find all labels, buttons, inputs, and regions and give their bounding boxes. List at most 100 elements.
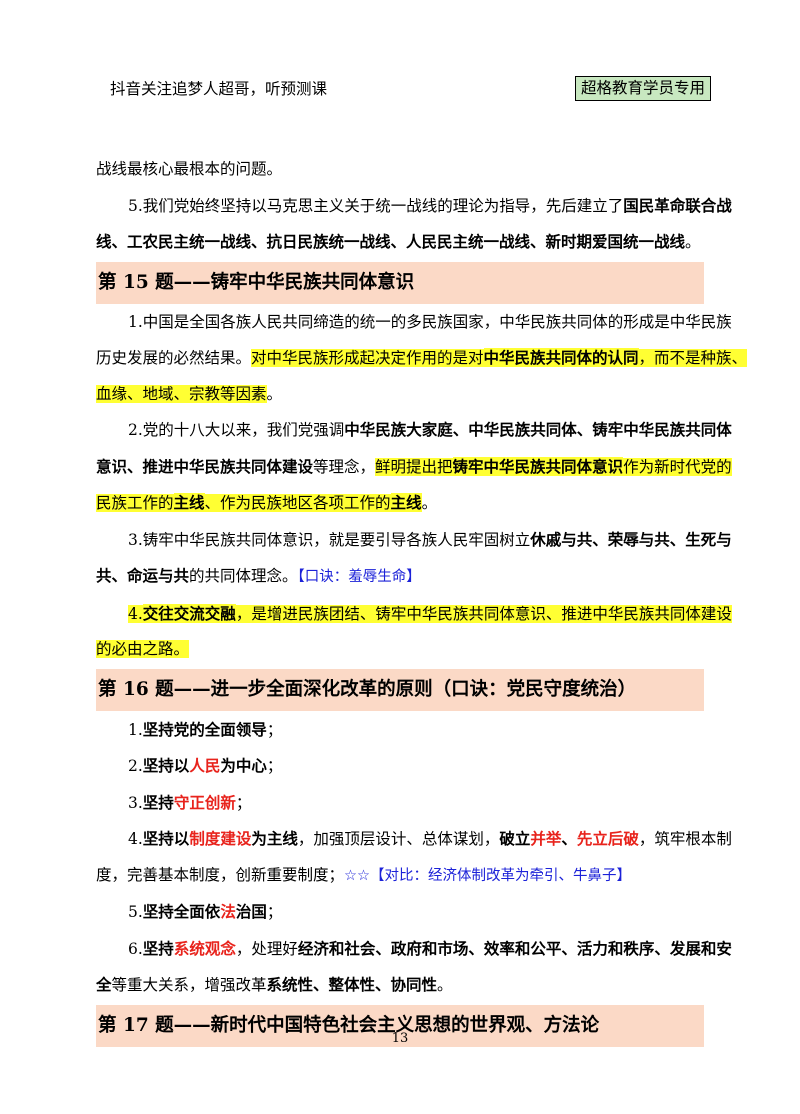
bold-text: 治国 — [235, 902, 267, 921]
text-run: 度，完善基本制度，创新重要制度； — [96, 865, 345, 884]
text-run: ； — [235, 793, 252, 812]
text-run: 的共同体理念。 — [189, 567, 298, 585]
highlighted-bold-text: 中华民族共同体的认同 — [483, 348, 639, 367]
text-run: ； — [266, 903, 283, 921]
highlighted-text: 鲜明提出把 — [375, 457, 453, 476]
bold-text: 休戚与共、荣辱与共、生死与 — [530, 529, 732, 549]
q15-paragraph-1: 1.中国是全国各族人民共同缔造的统一的多民族国家，中华民族共同体的形成是中华民族 — [96, 305, 732, 341]
text-run: ，处理好 — [235, 939, 298, 958]
red-bold-text: 守正创新 — [173, 792, 236, 812]
text-run: ，加强顶层设计、总体谋划， — [297, 830, 500, 848]
q16-item-2: 2.坚持以人民为中心； — [96, 748, 704, 785]
bold-text: 坚持以 — [142, 829, 190, 848]
q16-item-4-line2: 度，完善基本制度，创新重要制度；☆☆【对比：经济体制改革为牵引、牛鼻子】 — [96, 858, 704, 895]
bold-text: 坚持 — [142, 938, 174, 958]
text-run: 。 — [437, 976, 453, 994]
text-run: 。 — [421, 494, 438, 512]
bold-text: 坚持党的全面领导 — [142, 719, 267, 739]
bold-text: 共、命运与共 — [96, 566, 190, 585]
text-run: 5. — [128, 903, 143, 921]
text-run: ； — [266, 757, 283, 775]
header-badge: 超格教育学员专用 — [575, 76, 712, 101]
highlighted-bold-text: 主线 — [390, 493, 422, 512]
q16-item-6-line2: 全等重大关系，增强改革系统性、整体性、协同性。 — [96, 967, 704, 1004]
red-bold-text: 制度建设 — [189, 829, 252, 848]
highlighted-text: 民族工作的 — [96, 494, 174, 512]
bold-text: 坚持以 — [142, 756, 190, 775]
page-content: 战线最核心最根本的问题。 5.我们党始终坚持以马克思主义关于统一战线的理论为指导… — [96, 152, 748, 1048]
highlighted-text: 的必由之路。 — [96, 640, 190, 658]
mnemonic-note: 【口诀：羞辱生命】 — [297, 569, 421, 585]
q15-paragraph-4: 4.交往交流交融，是增进民族团结、铸牢中华民族共同体意识、推进中华民族共同体建设 — [96, 596, 732, 633]
bold-text: 破立 — [499, 829, 531, 848]
text-run: 2. — [128, 757, 143, 775]
header-left-text: 抖音关注追梦人超哥，听预测课 — [110, 80, 328, 98]
text-run: 历史发展的必然结果。 — [96, 349, 252, 367]
q16-item-1: 1.坚持党的全面领导； — [96, 712, 704, 749]
section-title-q17: 第 17 题——新时代中国特色社会主义思想的世界观、方法论 — [96, 1004, 704, 1047]
q16-item-6: 6.坚持系统观念，处理好经济和社会、政府和市场、效率和公平、活力和秩序、发展和安 — [96, 931, 732, 968]
highlighted-text: 4. — [128, 604, 143, 623]
highlighted-text: 对中华民族形成起决定作用的是对 — [251, 349, 484, 367]
text-run: 4. — [128, 830, 143, 848]
bold-text: 系统性、整体性、协同性 — [266, 975, 438, 994]
highlighted-bold-text: 主线 — [173, 493, 205, 512]
bold-text: 坚持全面依 — [142, 902, 221, 921]
text-run: 5.我们党始终坚持以马克思主义关于统一战线的理论为指导，先后建立了 — [128, 196, 624, 215]
highlighted-text: ，而不是种族、 — [638, 349, 748, 367]
red-bold-text: 法 — [220, 902, 236, 921]
q15-paragraph-2-line2: 意识、推进中华民族共同体建设等理念，鲜明提出把铸牢中华民族共同体意识作为新时代党… — [96, 449, 732, 486]
bold-text: 为中心 — [220, 756, 267, 775]
q16-item-5: 5.坚持全面依法治国； — [96, 894, 704, 931]
highlighted-text: 作为新时代党的 — [623, 457, 732, 476]
q15-paragraph-4-line2: 的必由之路。 — [96, 632, 704, 668]
paragraph-5-line2: 线、工农民主统一战线、抗日民族统一战线、人民民主统一战线、新时期爱国统一战线。 — [96, 224, 704, 261]
text-run: 。 — [266, 384, 283, 403]
red-bold-text: 先立后破 — [576, 829, 639, 848]
q15-paragraph-1-line3: 血缘、地域、宗教等因素。 — [96, 377, 704, 413]
text-run: 战线最核心最根本的问题。 — [96, 160, 283, 178]
bold-text: 国民革命联合战 — [623, 195, 732, 215]
text-run: 3. — [128, 793, 143, 812]
text-run: ； — [266, 720, 283, 739]
paragraph-5: 5.我们党始终坚持以马克思主义关于统一战线的理论为指导，先后建立了国民革命联合战 — [96, 188, 732, 225]
text-run: 3.铸牢中华民族共同体意识，就是要引导各族人民牢固树立 — [128, 530, 531, 549]
text-run: 。 — [685, 233, 701, 251]
text-run: 1.中国是全国各族人民共同缔造的统一的多民族国家，中华民族共同体的形成是中华民族 — [128, 312, 732, 331]
bold-text: 线、工农民主统一战线、抗日民族统一战线、人民民主统一战线、新时期爱国统一战线 — [96, 232, 686, 251]
text-run: 1. — [128, 720, 143, 739]
bold-text: 经济和社会、政府和市场、效率和公平、活力和秩序、发展和安 — [297, 938, 732, 958]
highlighted-bold-text: 交往交流交融 — [142, 603, 236, 623]
highlighted-text: 血缘、地域、宗教等因素 — [96, 384, 267, 403]
text-run: 2.党的十八大以来，我们党强调 — [128, 421, 345, 439]
q15-paragraph-2: 2.党的十八大以来，我们党强调中华民族大家庭、中华民族共同体、铸牢中华民族共同体 — [96, 412, 732, 449]
q16-item-4: 4.坚持以制度建设为主线，加强顶层设计、总体谋划，破立并举、先立后破，筑牢根本制 — [96, 821, 732, 858]
comparison-note: ☆☆【对比：经济体制改革为牵引、牛鼻子】 — [344, 867, 632, 884]
bold-text: 全 — [96, 975, 112, 994]
highlighted-text: ，是增进民族团结、铸牢中华民族共同体意识、推进中华民族共同体建设 — [235, 604, 732, 623]
red-bold-text: 系统观念 — [173, 938, 236, 958]
q15-paragraph-2-line3: 民族工作的主线、作为民族地区各项工作的主线。 — [96, 485, 704, 522]
page-number: 13 — [391, 1031, 409, 1046]
q16-item-3: 3.坚持守正创新； — [96, 785, 704, 822]
red-bold-text: 人民 — [189, 756, 221, 775]
section-title-q15: 第 15 题——铸牢中华民族共同体意识 — [96, 261, 704, 304]
bold-text: 为主线 — [251, 829, 298, 848]
q15-paragraph-1-line2: 历史发展的必然结果。对中华民族形成起决定作用的是对中华民族共同体的认同，而不是种… — [96, 340, 748, 377]
text-run: 6. — [128, 939, 143, 958]
bold-text: 、 — [561, 829, 577, 848]
bold-text: 意识、推进中华民族共同体建设 — [96, 456, 314, 476]
highlighted-text: 、作为民族地区各项工作的 — [204, 494, 391, 512]
bold-text: 坚持 — [142, 792, 174, 812]
red-bold-text: 并举 — [530, 829, 562, 848]
q15-paragraph-3: 3.铸牢中华民族共同体意识，就是要引导各族人民牢固树立休戚与共、荣辱与共、生死与 — [96, 522, 732, 559]
highlighted-bold-text: 铸牢中华民族共同体意识 — [452, 456, 624, 476]
section-title-q16: 第 16 题——进一步全面深化改革的原则（口诀：党民守度统治） — [96, 668, 704, 711]
paragraph-continuation: 战线最核心最根本的问题。 — [96, 152, 704, 188]
text-run: 等重大关系，增强改革 — [111, 976, 267, 994]
text-run: 等理念， — [313, 457, 376, 476]
q15-paragraph-3-line2: 共、命运与共的共同体理念。【口诀：羞辱生命】 — [96, 558, 704, 596]
text-run: ，筑牢根本制 — [638, 830, 732, 848]
bold-text: 中华民族大家庭、中华民族共同体、铸牢中华民族共同体 — [344, 420, 732, 439]
